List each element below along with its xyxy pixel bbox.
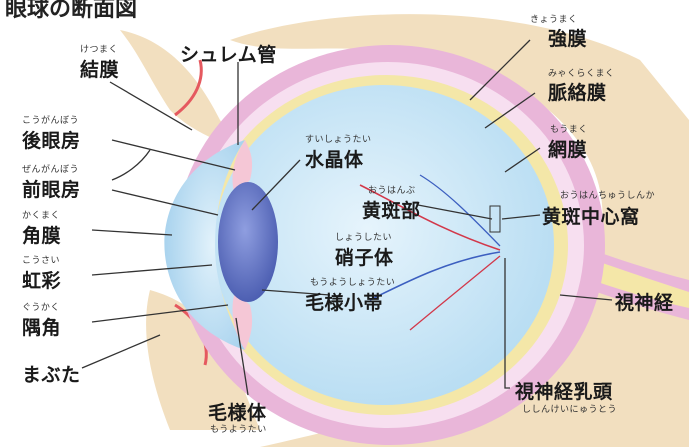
angle-ruby: ぐうかく [22, 303, 60, 313]
fovea-ruby: おうはんちゅうしんか [560, 191, 656, 201]
cornea-ruby: かくまく [22, 211, 61, 221]
posterior-chamber-ruby: こうがんぼう [22, 116, 80, 126]
diagram-title: 眼球の断面図 [5, 0, 138, 22]
optic-disc-label: 視神経乳頭 [515, 381, 613, 403]
conjunctiva-label: 結膜 [80, 59, 120, 81]
lens-label: 水晶体 [305, 149, 364, 171]
anterior-chamber-label: 前眼房 [22, 179, 81, 201]
sclera-label: 強膜 [548, 28, 588, 50]
zonule-label: 毛様小帯 [305, 292, 384, 314]
vitreous-ruby: しょうしたい [335, 233, 393, 243]
leader-lines [81, 39, 613, 396]
lens-ruby: すいしょうたい [305, 135, 372, 145]
upper-eyelid-skin [120, 30, 240, 150]
iris-label: 虹彩 [22, 270, 62, 292]
macula-ruby: おうはんぶ [368, 186, 416, 196]
sclera-ruby: きょうまく [530, 15, 578, 25]
choroid-label: 脈絡膜 [548, 82, 607, 104]
posterior-chamber-label: 後眼房 [22, 130, 81, 152]
optic-disc-ruby: ししんけいにゅうとう [522, 405, 618, 415]
fovea-label: 黄斑中心窩 [542, 206, 640, 228]
iris-ruby: こうさい [22, 256, 61, 266]
cornea-shape [164, 140, 245, 350]
eyelid-label: まぶた [22, 364, 81, 386]
cornea-label: 角膜 [22, 225, 62, 247]
retina-label: 網膜 [548, 139, 588, 161]
upper-iris [232, 140, 253, 195]
schlemm-canal-label: シュレム管 [180, 44, 277, 66]
conjunctiva-ruby: けつまく [80, 45, 119, 55]
zonule-ruby: もうようしょうたい [310, 278, 396, 288]
lens-shape [218, 182, 278, 302]
vitreous-body [214, 85, 554, 405]
lower-iris [232, 292, 253, 350]
ciliary-body-ruby: もうようたい [210, 425, 267, 435]
choroid-ruby: みゃくらくまく [548, 69, 615, 79]
angle-label: 隅角 [22, 317, 62, 339]
ciliary-body-label: 毛様体 [208, 402, 267, 424]
macula-label: 黄斑部 [362, 200, 421, 222]
upper-lid-edge [174, 59, 203, 117]
retina-ruby: もうまく [550, 125, 588, 135]
anterior-chamber-ruby: ぜんがんぼう [22, 165, 80, 175]
lower-eyelid-skin [146, 290, 260, 430]
optic-nerve-label: 視神経 [615, 292, 674, 314]
vitreous-label: 硝子体 [335, 247, 394, 269]
